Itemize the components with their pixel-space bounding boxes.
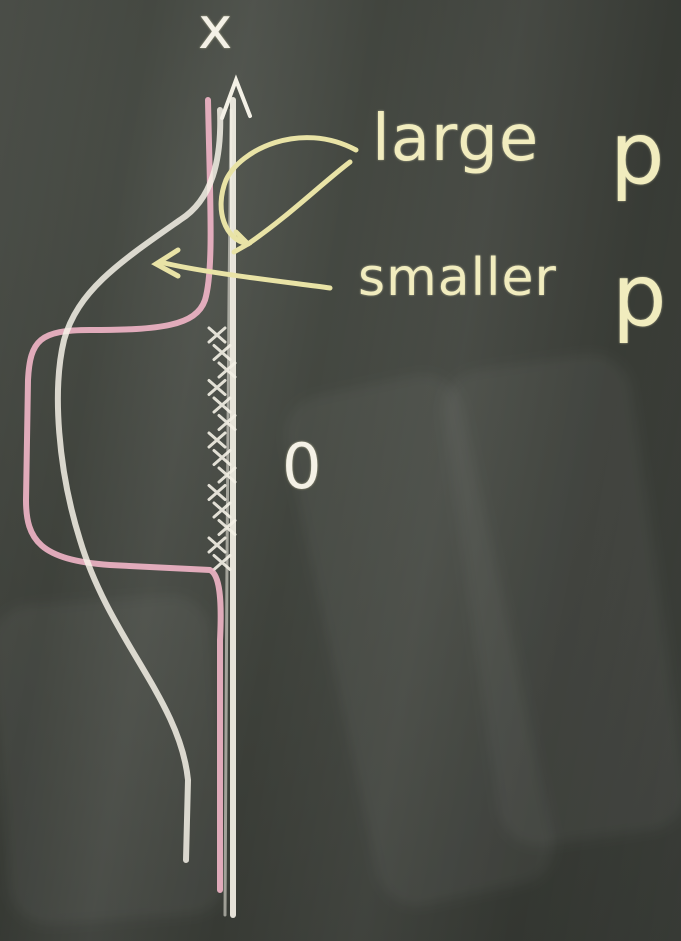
label-large-p: p (610, 104, 666, 204)
x-axis (222, 80, 250, 915)
origin-label: 0 (282, 430, 322, 503)
large-p-curve (26, 100, 221, 890)
label-large: large (372, 102, 539, 176)
label-smaller-p: p (612, 246, 668, 346)
label-smaller: smaller (358, 248, 557, 308)
axis-label: x (198, 0, 233, 62)
smaller-p-curve (58, 110, 220, 860)
